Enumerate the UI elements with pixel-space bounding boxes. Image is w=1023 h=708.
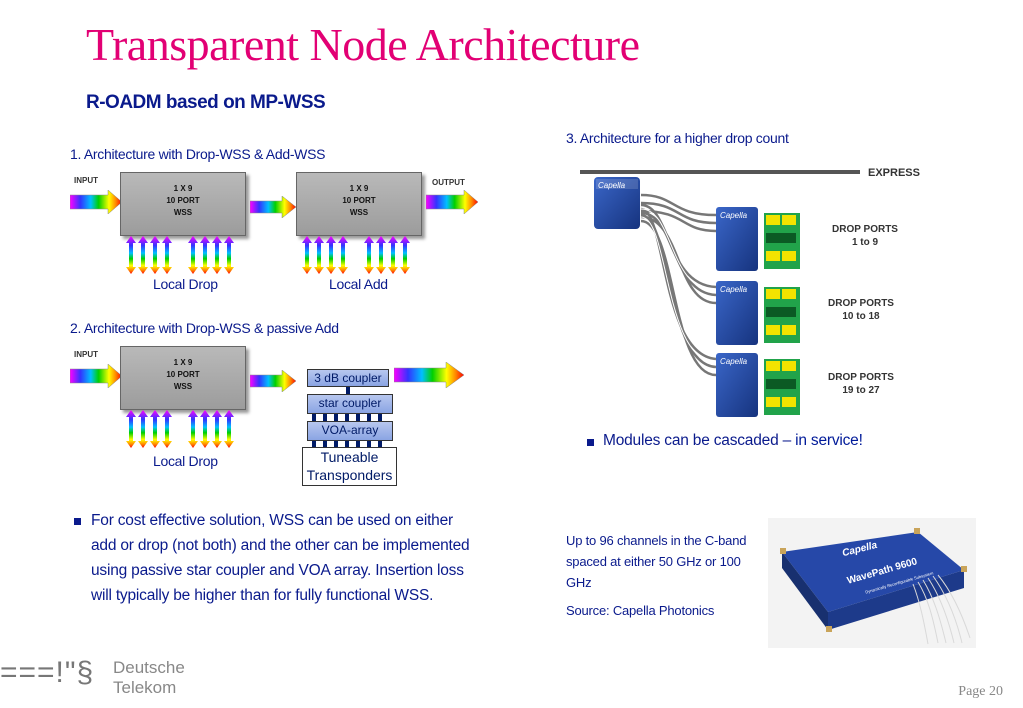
fiber-links (312, 441, 382, 447)
port-arrow-icon (188, 236, 198, 274)
page-subtitle: R-OADM based on MP-WSS (86, 92, 326, 113)
star-coupler-box: star coupler (307, 394, 393, 414)
output-label: OUTPUT (432, 178, 465, 187)
port-arrow-icon (388, 236, 398, 274)
cascade-bullet-highlight: in service! (795, 432, 863, 449)
module-brand: Capella (598, 181, 626, 190)
port-arrow-icon (376, 236, 386, 274)
page-title: Transparent Node Architecture (86, 19, 640, 70)
local-drop-caption-2: Local Drop (153, 453, 218, 469)
cascade-diagram: EXPRESS Capella Capella Capella Capella … (566, 155, 922, 420)
port-arrow-icon (126, 410, 136, 448)
output-arrow-icon (426, 190, 478, 214)
drop-ports-arrows-icon (126, 410, 234, 448)
port-arrow-icon (162, 410, 172, 448)
section3-heading: 3. Architecture for a higher drop count (566, 130, 789, 146)
logo-line1: Deutsche (113, 658, 185, 677)
port-arrow-icon (150, 410, 160, 448)
drop-ports-arrows-icon (126, 236, 234, 274)
port-arrow-icon (138, 410, 148, 448)
local-add-caption: Local Add (329, 276, 388, 292)
deutsche-telekom-logo: ===!"§ Deutsche Telekom (0, 652, 200, 708)
pass-arrow-icon (250, 370, 296, 392)
fiber-links (312, 414, 382, 421)
port-arrow-icon (150, 236, 160, 274)
port-arrow-icon (200, 410, 210, 448)
port-arrow-icon (212, 410, 222, 448)
input-arrow-icon (70, 190, 122, 214)
coupler-3db-box: 3 dB coupler (307, 369, 389, 387)
port-arrow-icon (162, 236, 172, 274)
port-arrow-icon (302, 236, 312, 274)
bullet-icon (587, 439, 594, 446)
port-arrow-icon (326, 236, 336, 274)
input-label: INPUT (74, 176, 98, 185)
source-note: Source: Capella Photonics (566, 603, 715, 618)
page-number: Page 20 (958, 684, 1003, 699)
port-arrow-icon (200, 236, 210, 274)
product-photo: Capella WavePath 9600 Dynamically Reconf… (768, 518, 976, 648)
port-arrow-icon (138, 236, 148, 274)
port-arrow-icon (364, 236, 374, 274)
logo-symbol: ===!"§ (0, 656, 95, 689)
port-arrow-icon (188, 410, 198, 448)
output-arrow-icon (394, 362, 464, 388)
port-arrow-icon (314, 236, 324, 274)
port-arrow-icon (126, 236, 136, 274)
port-arrow-icon (338, 236, 348, 274)
module-brand: Capella (720, 285, 748, 294)
express-label: EXPRESS (868, 167, 920, 179)
logo-line2: Telekom (113, 678, 177, 697)
port-arrow-icon (224, 410, 234, 448)
section2-heading: 2. Architecture with Drop-WSS & passive … (70, 320, 339, 336)
fiber-links (346, 387, 350, 394)
module-brand: Capella (720, 357, 748, 366)
channels-note: Up to 96 channels in the C-band spaced a… (566, 533, 747, 590)
bullet-icon (74, 518, 81, 525)
cascade-bullet-text: Modules can be cascaded – (603, 432, 796, 449)
input-arrow-icon (70, 364, 122, 388)
add-ports-arrows-icon (302, 236, 410, 274)
pass-arrow-icon (250, 196, 296, 218)
port-arrow-icon (212, 236, 222, 274)
port-arrow-icon (224, 236, 234, 274)
cascade-bullet: Modules can be cascaded – in service! (603, 432, 863, 450)
port-arrow-icon (400, 236, 410, 274)
section1-heading: 1. Architecture with Drop-WSS & Add-WSS (70, 146, 326, 162)
module-brand: Capella (720, 211, 748, 220)
voa-array-box: VOA-array (307, 421, 393, 441)
local-drop-caption-1: Local Drop (153, 276, 218, 292)
input-label: INPUT (74, 350, 98, 359)
cost-bullet-text: For cost effective solution, WSS can be … (91, 512, 470, 604)
